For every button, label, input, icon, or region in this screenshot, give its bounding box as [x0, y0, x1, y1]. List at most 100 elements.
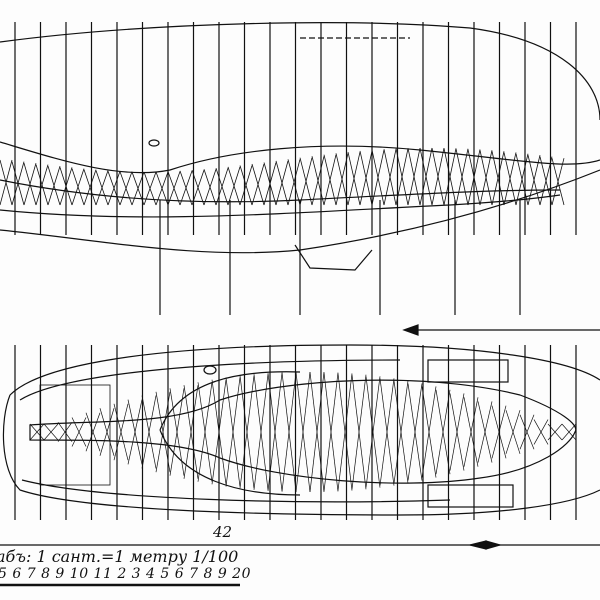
truss-member: [239, 375, 255, 489]
truss-member: [467, 149, 481, 206]
scale-numbers: 5 6 7 8 9 10 11 2 3 4 5 6 7 8 9 20: [0, 566, 251, 582]
truss-member: [239, 165, 253, 206]
truss-member: [421, 386, 437, 478]
truss-member: [337, 373, 353, 491]
truss-member: [295, 371, 311, 493]
truss-member: [47, 165, 61, 206]
truss-member: [505, 410, 521, 454]
truss-member: [491, 405, 507, 459]
truss-member: [281, 372, 297, 492]
plan-station-lines: [14, 345, 577, 520]
truss-member: [365, 376, 381, 488]
truss-member: [95, 170, 109, 206]
truss-member: [383, 149, 397, 206]
truss-member: [71, 417, 87, 447]
truss-member: [23, 163, 37, 206]
truss-member: [561, 423, 577, 441]
truss-member: [155, 391, 171, 473]
spindle-frame: [29, 379, 577, 484]
truss-member: [215, 167, 229, 206]
plan-view: [2, 344, 600, 520]
envelope-lower-outline: [0, 141, 600, 174]
truss-member: [477, 401, 493, 463]
truss-member: [11, 161, 25, 206]
truss-member: [225, 377, 241, 487]
side-elevation: [0, 22, 600, 315]
truss-member: [539, 156, 553, 206]
truss-member: [267, 372, 283, 492]
truss-member: [169, 388, 185, 476]
truss-member: [443, 148, 457, 206]
truss-member: [323, 372, 339, 492]
truss-member: [515, 153, 529, 206]
truss-member: [407, 148, 421, 206]
truss-member: [449, 393, 465, 471]
tail-frame: [39, 384, 111, 486]
truss-member: [107, 171, 121, 206]
truss-member: [309, 372, 325, 492]
engine-frame-bottom: [427, 484, 514, 508]
truss-member: [35, 164, 49, 206]
gondola: [294, 244, 373, 271]
inner-lobe: [159, 371, 301, 496]
engine-frame-top: [427, 359, 509, 383]
truss-member: [85, 412, 101, 452]
truss-member: [491, 151, 505, 206]
porthole-plan: [203, 365, 217, 375]
truss-member: [253, 374, 269, 490]
truss-member: [323, 154, 337, 206]
truss-member: [227, 166, 241, 206]
truss-member: [43, 423, 59, 441]
truss-member: [479, 150, 493, 206]
truss-member: [211, 379, 227, 485]
truss-member: [379, 378, 395, 486]
truss-member: [119, 171, 133, 206]
envelope-top-outline: [0, 22, 600, 121]
truss-member: [287, 159, 301, 206]
truss-member: [191, 170, 205, 206]
truss-member: [311, 156, 325, 206]
truss-member: [167, 171, 181, 206]
truss-member: [335, 153, 349, 206]
porthole: [148, 139, 160, 147]
dimension-label: 42: [213, 523, 233, 541]
scale-caption: aбъ: 1 сант.=1 метру 1/100: [0, 547, 239, 566]
truss-member: [183, 385, 199, 479]
dimension-line: [0, 540, 600, 550]
truss-member: [131, 171, 145, 206]
truss-member: [347, 151, 361, 206]
truss-member: [83, 169, 97, 206]
truss-member: [393, 380, 409, 484]
truss-member: [29, 423, 45, 441]
truss-member: [527, 155, 541, 206]
truss-member: [419, 147, 433, 206]
truss-member: [127, 399, 143, 465]
truss-member: [371, 149, 385, 206]
keel-lower: [0, 194, 561, 218]
truss-member: [155, 171, 169, 206]
truss-member: [455, 148, 469, 206]
side-station-lines: [14, 22, 577, 235]
truss-member: [143, 171, 157, 206]
truss-member: [351, 374, 367, 490]
truss-member: [431, 147, 445, 206]
truss-member: [519, 414, 535, 450]
truss-member: [435, 389, 451, 475]
hull-inner-outline: [19, 359, 451, 503]
truss-member: [359, 150, 373, 206]
truss-member: [141, 395, 157, 469]
truss-member: [551, 158, 565, 206]
keel-truss: [0, 147, 565, 206]
landing-struts: [159, 200, 521, 315]
truss-member: [533, 419, 549, 445]
truss-member: [59, 167, 73, 206]
direction-arrow: [402, 324, 600, 336]
truss-member: [113, 403, 129, 461]
truss-member: [179, 170, 193, 206]
truss-member: [299, 157, 313, 206]
truss-member: [57, 422, 73, 442]
truss-member: [547, 423, 563, 441]
hull-outline: [2, 344, 600, 516]
